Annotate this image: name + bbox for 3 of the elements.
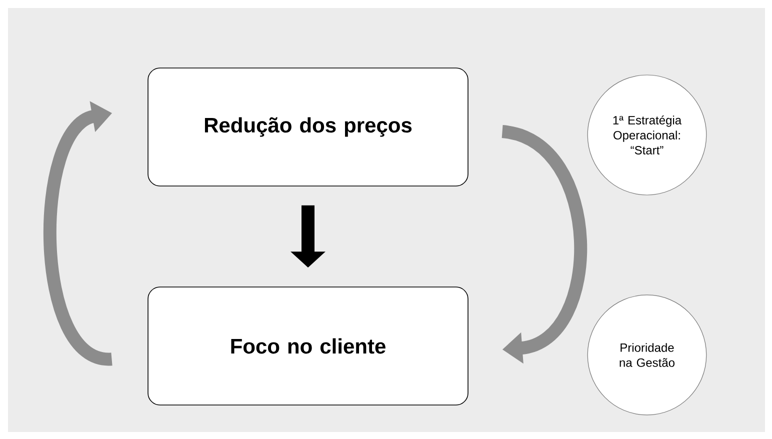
process-box: Redução dos preços	[148, 68, 468, 186]
curved-arrow	[500, 125, 587, 364]
process-box: Foco no cliente	[148, 286, 468, 406]
